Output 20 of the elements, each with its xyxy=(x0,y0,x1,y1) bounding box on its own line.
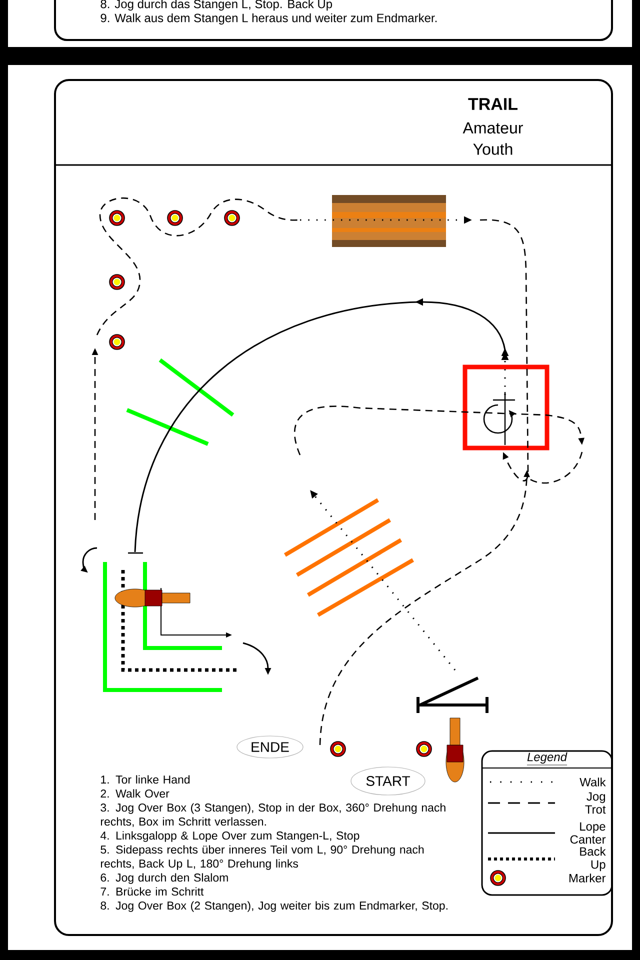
instruction-text: 4. Linksgalopp & Lope Over zum Stangen-L, Stop xyxy=(100,831,360,842)
subtitle: Amateur xyxy=(462,122,523,134)
instruction-text: 9. Walk aus dem Stangen L heraus und weiter zum Endmarker. xyxy=(100,13,437,25)
legend-text: Lope Canter xyxy=(570,822,606,844)
instruction-text: 3. Jog Over Box (3 Stangen), Stop in der Box, 360° Drehung nach rechts, Box im Schritt verlassen. xyxy=(100,803,446,828)
legend-title: Legend xyxy=(526,752,568,766)
legend-text: Walk xyxy=(580,778,606,786)
oval-label: ENDE xyxy=(236,736,304,758)
instruction-text: 8. Jog Over Box (2 Stangen), Jog weiter bis zum Endmarker, Stop. xyxy=(100,901,448,912)
legend-text: Back Up xyxy=(580,846,606,872)
legend-text: Marker xyxy=(569,874,606,882)
instruction-text: 2. Walk Over xyxy=(100,789,170,798)
subtitle: Youth xyxy=(473,143,512,155)
legend-text: Jog Trot xyxy=(585,792,606,814)
title: TRAIL xyxy=(468,98,518,110)
instruction-text: 7. Brücke im Schritt xyxy=(100,887,204,896)
instruction-text: 1. Tor linke Hand xyxy=(101,775,190,784)
oval-label: START xyxy=(350,766,426,796)
instruction-text: 5. Sidepass rechts über inneres Teil vom L, 90° Drehung nach rechts, Back Up L, 180° Drehung links xyxy=(100,845,424,870)
instruction-text: 6. Jog durch den Slalom xyxy=(100,873,228,884)
